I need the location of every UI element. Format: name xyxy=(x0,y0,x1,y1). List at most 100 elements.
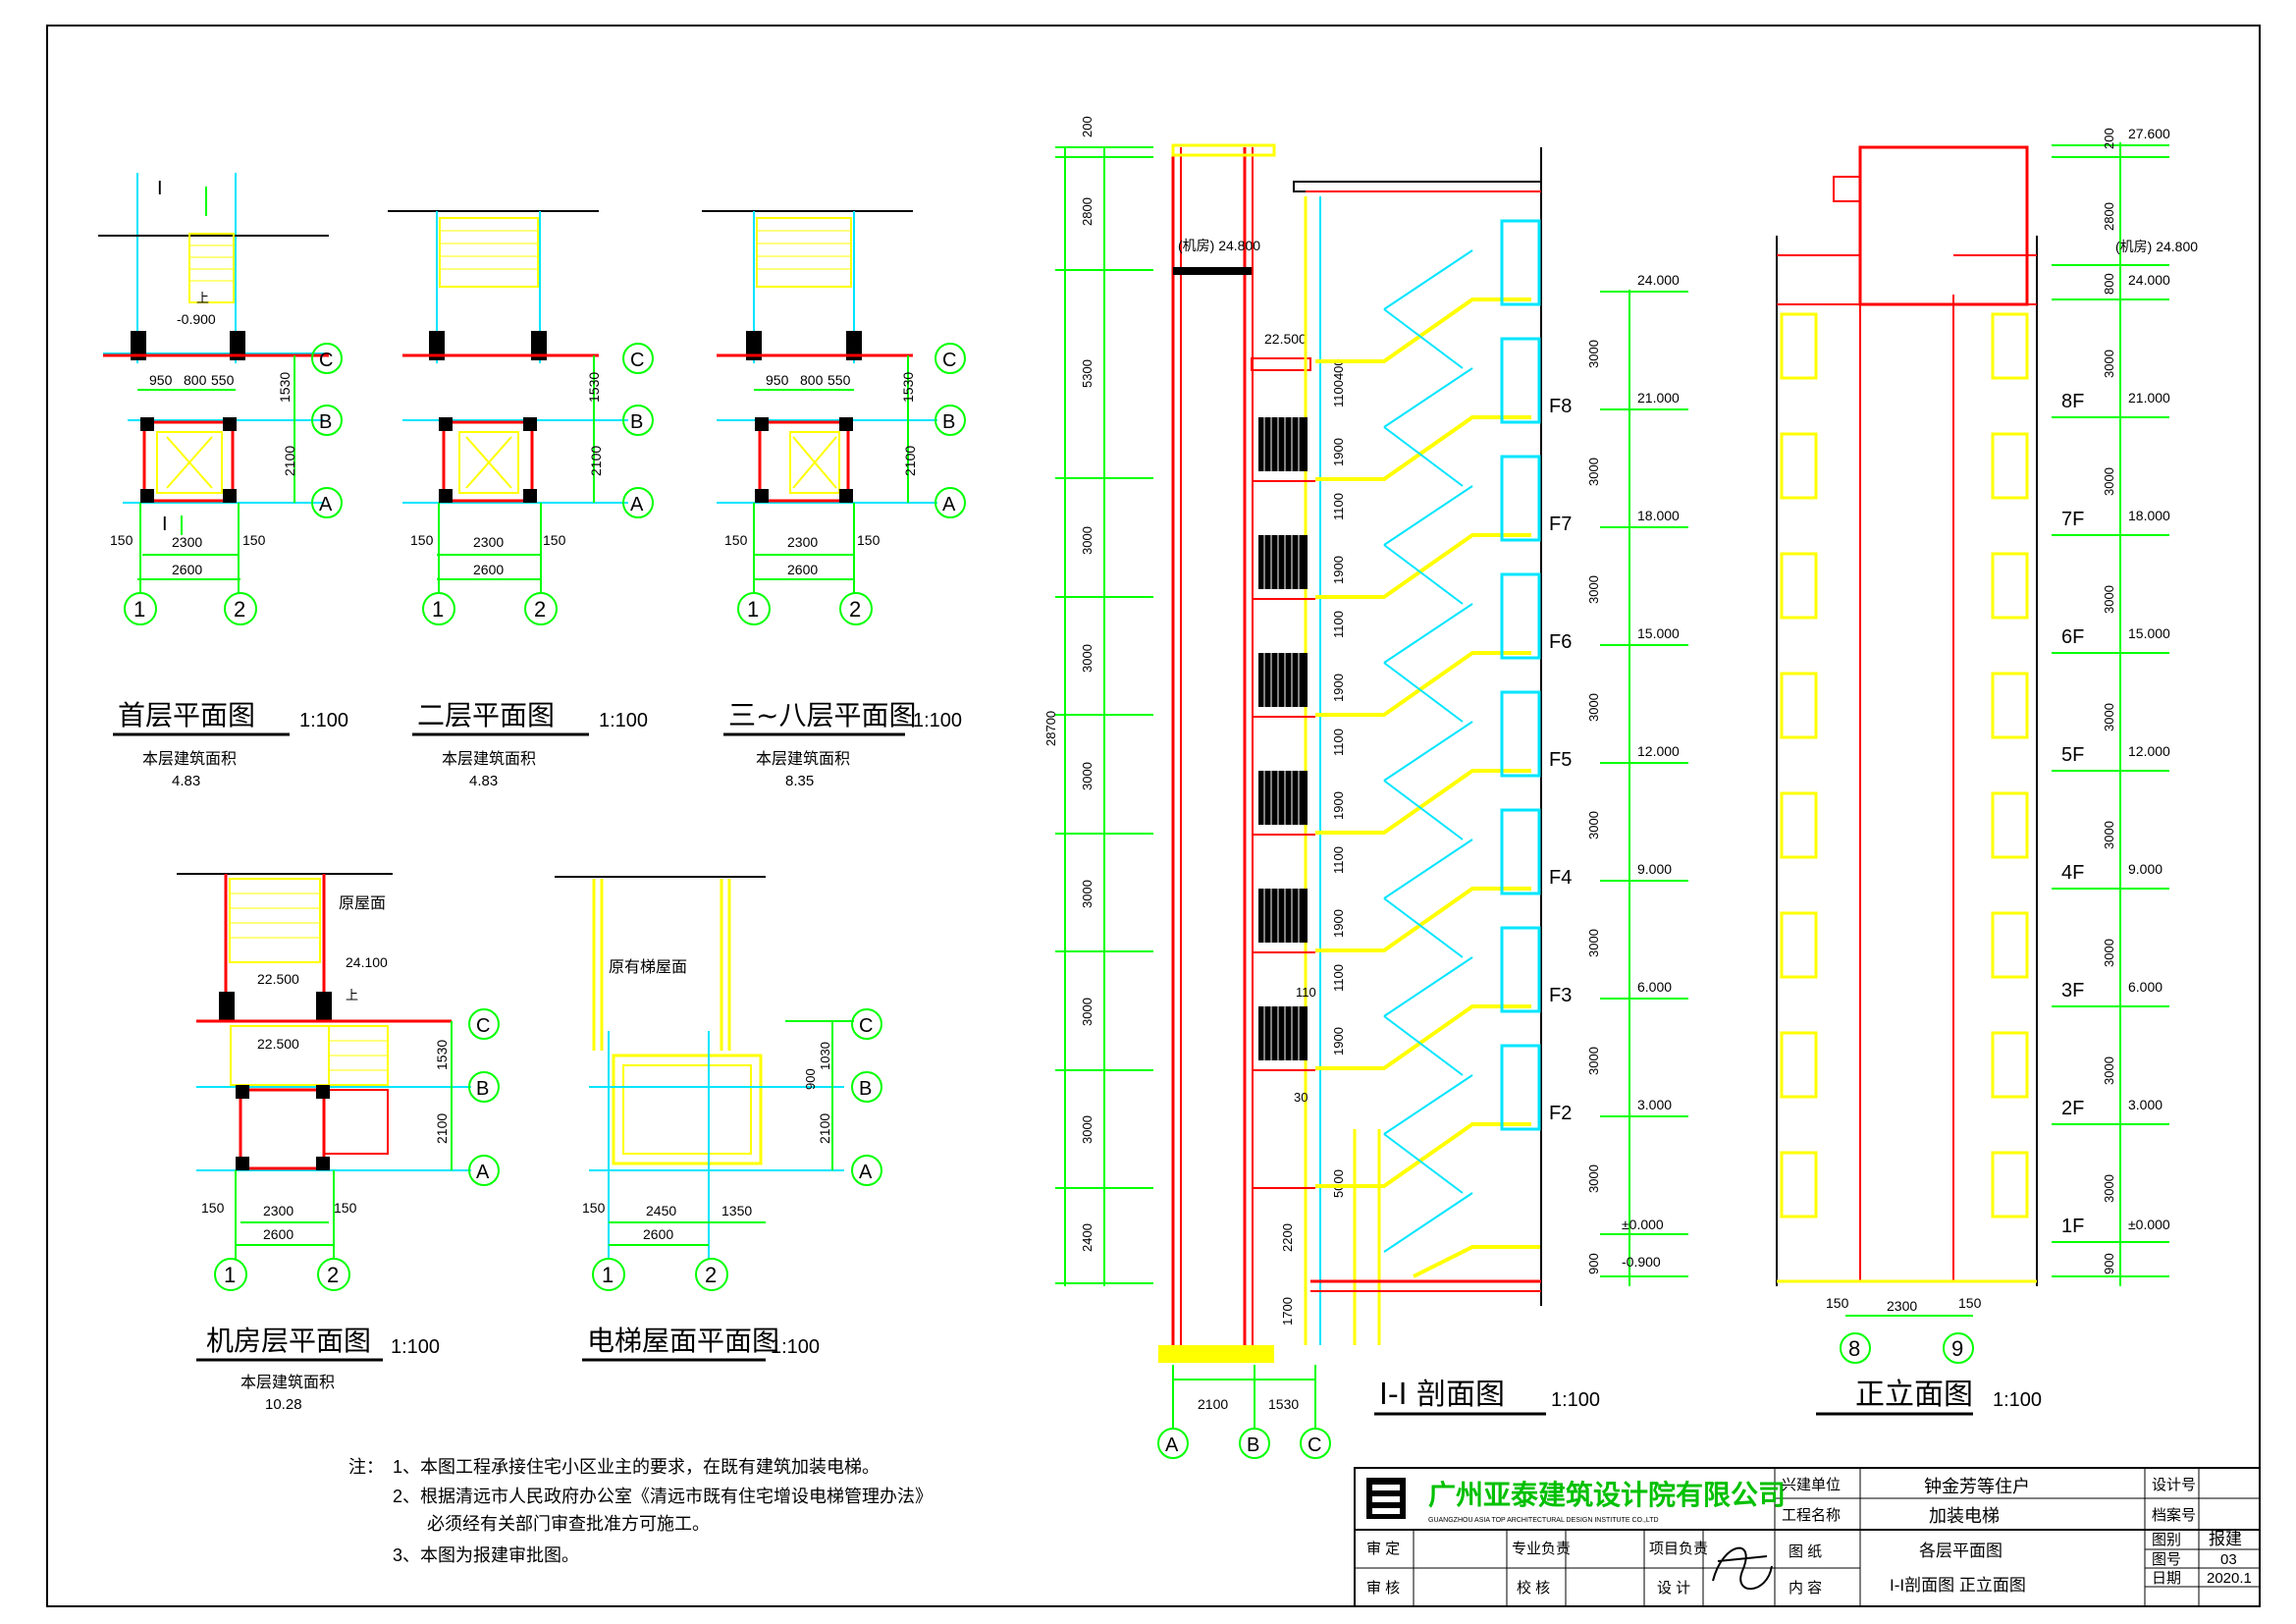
dim-2100: 2100 xyxy=(588,446,604,476)
sec-small-110: 110 xyxy=(1296,985,1316,1000)
sec-mid-dim: 1100 xyxy=(1331,493,1346,520)
dim-2600: 2600 xyxy=(473,562,504,577)
tb-project-lead-label: 项目负责 xyxy=(1649,1541,1708,1557)
sec-level: -0.900 xyxy=(1622,1254,1661,1270)
company-name-en: GUANGZHOU ASIA TOP ARCHITECTURAL DESIGN … xyxy=(1428,1517,1659,1524)
sec-mid-dim: 1900 xyxy=(1331,791,1346,820)
area-label: 本层建筑面积 xyxy=(142,749,237,768)
axis-1: 1 xyxy=(133,597,145,622)
axis-a: A xyxy=(942,494,956,515)
tb-specialty-label: 专业负责 xyxy=(1512,1541,1571,1557)
elev-dim-150a: 150 xyxy=(1826,1295,1849,1311)
axis-c: C xyxy=(630,350,644,371)
elev-dim: 3000 xyxy=(2102,350,2116,378)
tb-date: 2020.1 xyxy=(2207,1570,2252,1587)
sec-mid-dim: 1900 xyxy=(1331,438,1346,466)
plan-scale: 1:100 xyxy=(599,710,648,731)
axis-1: 1 xyxy=(602,1263,614,1287)
elev-floor: 1F xyxy=(2061,1216,2084,1237)
sec-right-dim: 3000 xyxy=(1586,340,1601,368)
level-22500a: 22.500 xyxy=(257,971,299,987)
section-I-I: 200 2800 5300 3000 3000 3000 3000 3000 3… xyxy=(1043,116,1688,1459)
axis-b: B xyxy=(476,1078,489,1100)
sec-level: 9.000 xyxy=(1637,861,1672,877)
area-label: 本层建筑面积 xyxy=(442,749,536,768)
sec-right-dim: 3000 xyxy=(1586,693,1601,722)
dim-1530: 1530 xyxy=(900,372,916,403)
tb-category-label: 图别 xyxy=(2152,1532,2181,1548)
elev-level: 24.000 xyxy=(2128,272,2170,288)
floor-label: F7 xyxy=(1549,514,1572,535)
axis-2: 2 xyxy=(705,1263,717,1287)
plan-scale: 1:100 xyxy=(299,710,348,731)
dim-550: 550 xyxy=(828,372,851,388)
tb-design-no-label: 设计号 xyxy=(2152,1477,2196,1493)
designer-signature xyxy=(1712,1546,1773,1591)
sec-axis-a: A xyxy=(1165,1435,1179,1456)
area-value: 4.83 xyxy=(172,773,200,789)
sec-pit-level: 22.500 xyxy=(1264,331,1307,347)
tb-drawing-no: 03 xyxy=(2220,1551,2237,1568)
sec-mid-dim: 1700 xyxy=(1280,1297,1295,1326)
elev-dim: 800 xyxy=(2102,273,2116,295)
elev-dim: 3000 xyxy=(2102,703,2116,731)
elev-level: 3.000 xyxy=(2128,1097,2163,1112)
sec-dim-2100: 2100 xyxy=(1198,1396,1228,1412)
area-label: 本层建筑面积 xyxy=(240,1373,335,1391)
sec-right-dim: 3000 xyxy=(1586,1047,1601,1075)
axis-a: A xyxy=(476,1162,490,1183)
sec-level: 24.000 xyxy=(1637,272,1680,288)
sec-level: ±0.000 xyxy=(1622,1217,1664,1232)
sec-right-dim: 3000 xyxy=(1586,1164,1601,1193)
sec-right-dim: 3000 xyxy=(1586,929,1601,957)
axis-b: B xyxy=(319,411,332,433)
elev-dim: 3000 xyxy=(2102,585,2116,614)
notes: 注： 1、本图工程承接住宅小区业主的要求，在既有建筑加装电梯。 2、根据清远市人… xyxy=(348,1457,933,1565)
tb-content-label1: 图 纸 xyxy=(1789,1543,1822,1560)
plan-title: 三~八层平面图 xyxy=(728,699,916,731)
roof-label: 原屋面 xyxy=(339,893,386,912)
axis-2: 2 xyxy=(849,597,861,622)
area-value: 4.83 xyxy=(469,773,498,789)
axis-b: B xyxy=(859,1078,872,1100)
axis-c: C xyxy=(319,350,333,371)
sec-mid-dim: 1100 xyxy=(1331,964,1346,992)
floor-label: F5 xyxy=(1549,749,1572,771)
sec-mid-dim: 1900 xyxy=(1331,556,1346,584)
level-22500b: 22.500 xyxy=(257,1036,299,1052)
dim-2300: 2300 xyxy=(473,534,504,550)
sec-left-dim: 3000 xyxy=(1080,526,1095,555)
sec-right-dim: 3000 xyxy=(1586,458,1601,486)
sec-dim-1530: 1530 xyxy=(1268,1396,1299,1412)
sec-mid-dim: 5000 xyxy=(1331,1169,1346,1198)
dim-150: 150 xyxy=(582,1200,606,1216)
plan-second-floor: 150 2300 150 2600 1530 2100 C B A 1 2 二层… xyxy=(388,210,654,789)
tb-project: 加装电梯 xyxy=(1929,1506,2000,1526)
elev-floor: 8F xyxy=(2061,391,2084,412)
sec-left-dim: 3000 xyxy=(1080,880,1095,908)
axis-a: A xyxy=(319,494,333,515)
elev-dim: 3000 xyxy=(2102,467,2116,496)
area-label: 本层建筑面积 xyxy=(756,749,850,768)
dim-800: 800 xyxy=(184,372,207,388)
dim-950: 950 xyxy=(149,372,173,388)
tb-project-label: 工程名称 xyxy=(1782,1507,1841,1524)
tb-category: 报建 xyxy=(2209,1530,2242,1548)
sec-top-level: (机房) 24.800 xyxy=(1178,238,1260,253)
axis-a: A xyxy=(859,1162,873,1183)
dim-2300: 2300 xyxy=(787,534,818,550)
elev-dim-150b: 150 xyxy=(1958,1295,1982,1311)
axis-1: 1 xyxy=(432,597,444,622)
tb-design-label: 设 计 xyxy=(1657,1580,1690,1597)
sec-left-dim: 3000 xyxy=(1080,644,1095,673)
plan-scale: 1:100 xyxy=(391,1336,440,1358)
elev-floor: 7F xyxy=(2061,509,2084,530)
up-label: 上 xyxy=(196,291,209,305)
plan-title: 二层平面图 xyxy=(417,699,555,731)
axis-2: 2 xyxy=(234,597,245,622)
elev-dim: 900 xyxy=(2102,1253,2116,1274)
dim-1530: 1530 xyxy=(586,372,602,403)
area-value: 8.35 xyxy=(785,773,814,789)
axis-b: B xyxy=(630,411,643,433)
